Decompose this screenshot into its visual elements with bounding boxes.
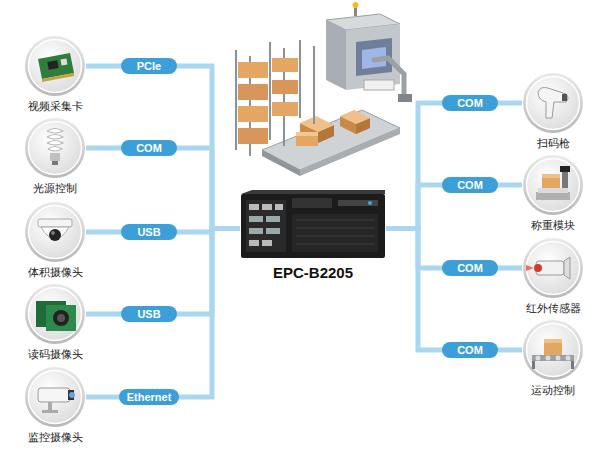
industrial-pc-chassis <box>240 190 386 260</box>
device-icon-circle <box>24 35 86 97</box>
device-label: 监控摄像头 <box>2 431 108 445</box>
device-node: 视频采集卡 <box>2 35 108 114</box>
device-node: 运动控制 <box>500 319 606 398</box>
device-node: 称重模块 <box>500 154 606 233</box>
inspection-machine <box>326 2 412 102</box>
interface-tag: PCIe <box>121 58 177 74</box>
device-icon-circle <box>24 117 86 179</box>
bus-connector <box>86 66 240 229</box>
interface-tag: COM <box>442 342 498 358</box>
rack-boxes <box>238 58 318 146</box>
bus-connector <box>86 229 240 398</box>
interface-tag: USB <box>121 306 177 322</box>
interface-tag: USB <box>121 224 177 240</box>
device-label: 运动控制 <box>500 384 606 398</box>
device-label: 视频采集卡 <box>2 100 108 114</box>
device-node: 监控摄像头 <box>2 366 108 445</box>
device-icon-circle <box>24 201 86 263</box>
model-label: EPC-B2205 <box>240 264 386 281</box>
device-icon-circle <box>522 319 584 381</box>
industrial-pc-node: EPC-B2205 <box>240 190 386 281</box>
device-label: 称重模块 <box>500 219 606 233</box>
device-label: 光源控制 <box>2 182 108 196</box>
device-label: 扫码枪 <box>500 137 606 151</box>
device-label: 红外传感器 <box>500 302 606 316</box>
device-node: 体积摄像头 <box>2 201 108 280</box>
bus-connector <box>386 103 522 229</box>
device-node: 光源控制 <box>2 117 108 196</box>
device-label: 读码摄像头 <box>2 348 108 362</box>
bus-connector <box>386 229 522 351</box>
interface-tag: COM <box>442 95 498 111</box>
device-icon-circle <box>522 237 584 299</box>
bus-connector <box>86 148 240 229</box>
device-icon-circle <box>24 366 86 428</box>
device-label: 体积摄像头 <box>2 266 108 280</box>
device-icon-circle <box>522 154 584 216</box>
device-node: 扫码枪 <box>500 72 606 151</box>
interface-tag: COM <box>442 260 498 276</box>
device-icon-circle <box>24 283 86 345</box>
bus-connector <box>86 229 240 315</box>
device-node: 红外传感器 <box>500 237 606 316</box>
interface-tag: Ethernet <box>119 389 180 405</box>
interface-tag: COM <box>442 177 498 193</box>
conveyor <box>262 110 400 176</box>
interface-tag: COM <box>121 140 177 156</box>
device-icon-circle <box>522 72 584 134</box>
device-node: 读码摄像头 <box>2 283 108 362</box>
